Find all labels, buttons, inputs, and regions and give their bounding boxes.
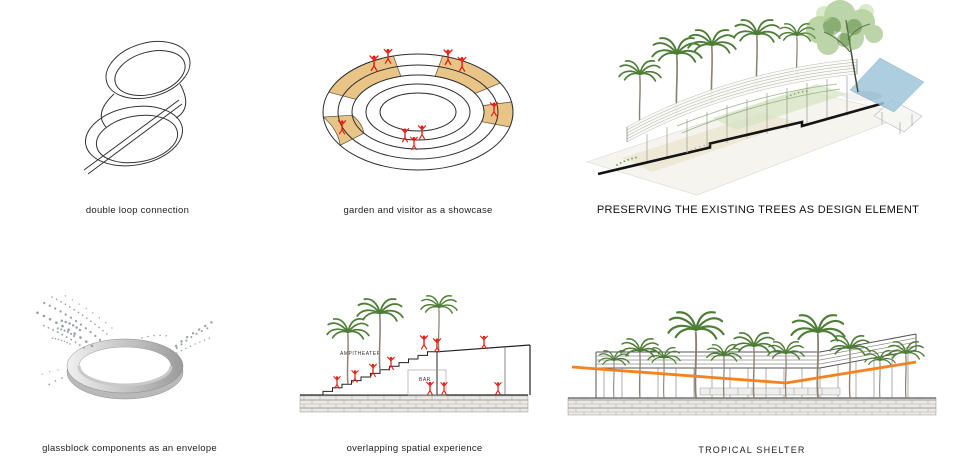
amphitheater-terraces [322,55,514,146]
orange-roofline [571,360,917,385]
ground-hatch [299,394,529,413]
caption-preserving-trees: PRESERVING THE EXISTING TREES AS DESIGN … [596,204,920,216]
caption-overlapping: overlapping spatial experience [346,443,483,454]
bar-label: BAR [419,377,431,383]
tropical-shelter-diagram [567,311,937,416]
caption-tropical-shelter: TROPICAL SHELTER [698,445,806,455]
caption-double-loop: double loop connection [85,205,190,216]
glassblock-particles [34,293,214,389]
double-loop-diagram [83,40,191,175]
ground-hatch [567,397,937,416]
double-loop-ribbon [83,40,191,175]
glass-plane [849,57,925,113]
roof-beam [436,344,531,395]
section-cut-line [597,101,885,176]
ampitheater-label: AMPITHEATER [340,351,381,357]
palm-trees [598,311,925,400]
existing-tree [806,0,883,101]
glassblock-ring [66,338,184,400]
colonnade [646,76,848,162]
seating-rows [676,83,841,134]
section-diagram: AMPITHEATER BAR [299,295,531,413]
caption-garden-showcase: garden and visitor as a showcase [343,205,493,216]
bar-enclosure [407,369,447,396]
shrub-dots [616,90,810,166]
glassblock-diagram [34,293,214,400]
garden-showcase-diagram [322,47,514,171]
curved-roof [626,58,858,143]
amphitheater-rings [322,53,514,171]
caption-glassblock: glassblock components as an envelope [42,443,217,454]
axonometric-building-diagram [586,0,925,196]
